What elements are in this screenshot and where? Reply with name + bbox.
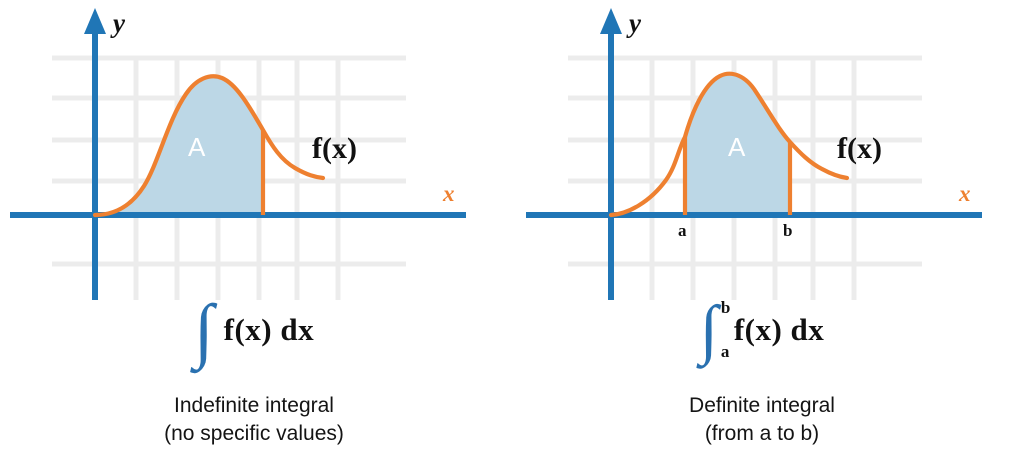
integral-lower-limit: a: [720, 342, 730, 361]
panel-definite-integral: y x f(x) A a b ∫ b a f(x) dx Definite in…: [508, 0, 1016, 468]
formula-indefinite-integral: ∫f(x) dx: [0, 290, 508, 370]
caption-line-2: (no specific values): [164, 421, 344, 445]
integral-expression: ∫ b a f(x) dx: [699, 293, 825, 367]
axis-x-label: x: [443, 181, 455, 206]
tick-label-b: b: [783, 221, 793, 240]
integral-sign-icon: ∫: [699, 293, 718, 367]
axis-x-label: x: [959, 181, 971, 206]
axis-y-label: y: [113, 8, 125, 38]
shaded-area: [685, 73, 790, 215]
axis-y-arrowhead: [84, 8, 106, 34]
caption-definite: Definite integral (from a to b): [508, 392, 1016, 447]
integrand-text: f(x) dx: [733, 312, 825, 347]
integral-upper-limit: b: [720, 298, 731, 317]
shaded-area: [95, 76, 263, 216]
plot-definite: y x f(x) A a b: [508, 0, 1016, 300]
caption-line-1: Indefinite integral: [174, 394, 334, 417]
curve-label-fx: f(x): [312, 132, 357, 165]
curve-fx: [608, 71, 850, 218]
caption-line-2: (from a to b): [704, 421, 820, 445]
curve-label-fx: f(x): [837, 132, 882, 165]
tick-label-a: a: [678, 221, 687, 240]
caption-line-1: Definite integral: [689, 394, 835, 417]
integrand-text: f(x) dx: [223, 312, 315, 348]
integral-expression: ∫f(x) dx: [193, 290, 315, 370]
area-label: A: [188, 132, 206, 162]
axis-y-arrowhead: [600, 8, 622, 34]
formula-definite-integral: ∫ b a f(x) dx: [508, 293, 1016, 367]
integral-sign-icon: ∫: [193, 290, 214, 370]
area-label: A: [728, 132, 746, 162]
caption-indefinite: Indefinite integral (no specific values): [0, 392, 508, 447]
axis-y-label: y: [629, 8, 641, 38]
curve-fx: [92, 74, 326, 218]
panel-indefinite-integral: y x f(x) A ∫f(x) dx Indefinite integral …: [0, 0, 508, 447]
plot-indefinite: y x f(x) A: [0, 0, 508, 300]
